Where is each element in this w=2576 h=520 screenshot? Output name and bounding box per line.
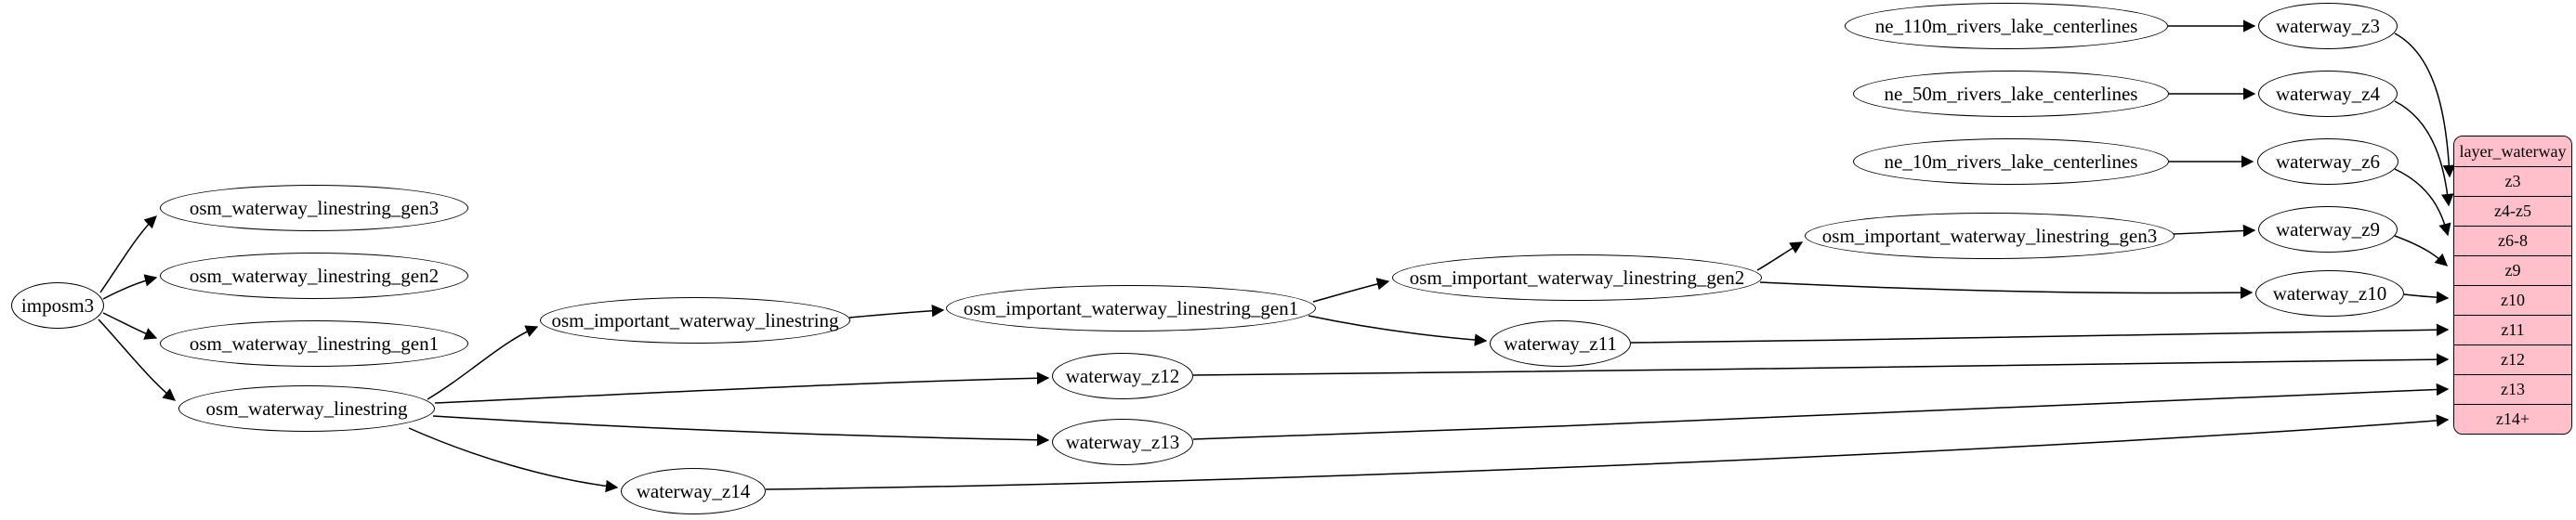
edge-waterway_z12-to-layer_waterway:z12 xyxy=(1192,353,2450,376)
node-waterway_z13: waterway_z13 xyxy=(1052,419,1193,465)
node-label: osm_waterway_linestring xyxy=(205,396,408,420)
edge-waterway_z10-to-layer_waterway:z10 xyxy=(2403,291,2450,304)
edge-waterway_z3-to-layer_waterway:z3 xyxy=(2394,32,2456,178)
node-waterway_z14: waterway_z14 xyxy=(621,468,766,514)
node-osm_important_waterway_linestring_gen1: osm_important_waterway_linestring_gen1 xyxy=(946,285,1316,332)
node-osm_important_waterway_linestring: osm_important_waterway_linestring xyxy=(540,297,850,344)
node-label: waterway_z3 xyxy=(2276,14,2380,37)
node-osm_waterway_linestring: osm_waterway_linestring xyxy=(178,385,435,432)
node-label: waterway_z11 xyxy=(1504,332,1617,355)
node-label: waterway_z14 xyxy=(636,479,751,502)
node-osm_waterway_linestring_gen3: osm_waterway_linestring_gen3 xyxy=(160,185,468,231)
edge-waterway_z11-to-layer_waterway:z11 xyxy=(1630,323,2450,344)
record-row-z4-z5: z4-z5 xyxy=(2454,196,2571,226)
record-row-z10: z10 xyxy=(2454,285,2571,315)
node-waterway_z12: waterway_z12 xyxy=(1052,353,1193,399)
node-waterway_z10: waterway_z10 xyxy=(2255,270,2404,317)
node-osm_important_waterway_linestring_gen2: osm_important_waterway_linestring_gen2 xyxy=(1392,254,1762,301)
record-row-z14+: z14+ xyxy=(2454,404,2571,434)
node-label: ne_50m_rivers_lake_centerlines xyxy=(1884,82,2138,105)
node-label: osm_important_waterway_linestring_gen2 xyxy=(1409,266,1745,289)
edge-waterway_z6-to-layer_waterway:z6-8 xyxy=(2394,168,2451,237)
record-row-z3: z3 xyxy=(2454,166,2571,196)
record-row-z11: z11 xyxy=(2454,315,2571,344)
edge-imposm3-to-osm_waterway_linestring_gen1 xyxy=(102,312,158,340)
record-row-z9: z9 xyxy=(2454,255,2571,285)
node-label: waterway_z9 xyxy=(2276,217,2380,240)
edge-waterway_z9-to-layer_waterway:z9 xyxy=(2394,235,2449,266)
edge-osm_waterway_linestring-to-osm_important_waterway_linestring xyxy=(427,325,539,400)
node-osm_waterway_linestring_gen2: osm_waterway_linestring_gen2 xyxy=(160,253,468,299)
edge-osm_important_waterway_linestring-to-osm_important_waterway_linestring_gen1 xyxy=(848,304,945,318)
edge-osm_important_waterway_linestring_gen3-to-waterway_z9 xyxy=(2173,224,2256,238)
node-label: osm_waterway_linestring_gen2 xyxy=(189,264,440,287)
edge-imposm3-to-osm_waterway_linestring xyxy=(98,318,177,401)
node-ne_10m_rivers_lake_centerlines: ne_10m_rivers_lake_centerlines xyxy=(1853,138,2169,185)
node-waterway_z9: waterway_z9 xyxy=(2258,206,2398,253)
node-label: waterway_z10 xyxy=(2272,281,2387,305)
node-label: osm_waterway_linestring_gen1 xyxy=(189,332,440,355)
node-label: osm_important_waterway_linestring_gen1 xyxy=(963,296,1299,319)
record-title: layer_waterway xyxy=(2454,136,2571,166)
node-waterway_z3: waterway_z3 xyxy=(2258,3,2398,49)
node-label: ne_10m_rivers_lake_centerlines xyxy=(1884,150,2138,173)
edge-osm_important_waterway_linestring_gen2-to-osm_important_waterway_linestring_gen3 xyxy=(1756,241,1804,271)
node-label: waterway_z6 xyxy=(2276,150,2380,173)
node-imposm3: imposm3 xyxy=(11,282,104,329)
edge-waterway_z14-to-layer_waterway:z14+ xyxy=(765,414,2450,490)
node-ne_110m_rivers_lake_centerlines: ne_110m_rivers_lake_centerlines xyxy=(1845,3,2168,49)
node-label: osm_important_waterway_linestring_gen3 xyxy=(1821,224,2158,247)
record-row-z6-8: z6-8 xyxy=(2454,226,2571,255)
node-waterway_z4: waterway_z4 xyxy=(2258,71,2398,117)
node-osm_waterway_linestring_gen1: osm_waterway_linestring_gen1 xyxy=(160,320,468,367)
edge-imposm3-to-osm_waterway_linestring_gen2 xyxy=(102,274,158,300)
node-osm_important_waterway_linestring_gen3: osm_important_waterway_linestring_gen3 xyxy=(1805,213,2175,259)
node-ne_50m_rivers_lake_centerlines: ne_50m_rivers_lake_centerlines xyxy=(1853,71,2169,117)
edge-osm_waterway_linestring-to-waterway_z12 xyxy=(434,371,1050,404)
node-label: osm_important_waterway_linestring xyxy=(551,308,839,332)
edge-osm_waterway_linestring-to-waterway_z14 xyxy=(408,427,619,493)
edge-osm_important_waterway_linestring_gen2-to-waterway_z10 xyxy=(1759,281,2254,299)
record-row-z12: z12 xyxy=(2454,344,2571,374)
edge-waterway_z4-to-layer_waterway:z4-z5 xyxy=(2394,100,2454,207)
edge-osm_important_waterway_linestring_gen1-to-waterway_z11 xyxy=(1308,315,1488,346)
node-label: waterway_z4 xyxy=(2276,82,2380,105)
node-waterway_z6: waterway_z6 xyxy=(2257,138,2399,185)
node-label: ne_110m_rivers_lake_centerlines xyxy=(1874,14,2138,37)
record-row-z13: z13 xyxy=(2454,374,2571,404)
node-label: waterway_z12 xyxy=(1065,364,1180,387)
edge-imposm3-to-osm_waterway_linestring_gen3 xyxy=(99,215,157,293)
node-waterway_z11: waterway_z11 xyxy=(1490,320,1631,367)
node-label: waterway_z13 xyxy=(1065,430,1180,453)
edge-osm_important_waterway_linestring_gen1-to-osm_important_waterway_linestring_gen2 xyxy=(1312,278,1390,303)
node-label: osm_waterway_linestring_gen3 xyxy=(189,196,440,219)
edge-osm_waterway_linestring-to-waterway_z13 xyxy=(432,415,1050,447)
node-label: imposm3 xyxy=(20,293,95,317)
edge-waterway_z13-to-layer_waterway:z13 xyxy=(1192,383,2450,440)
